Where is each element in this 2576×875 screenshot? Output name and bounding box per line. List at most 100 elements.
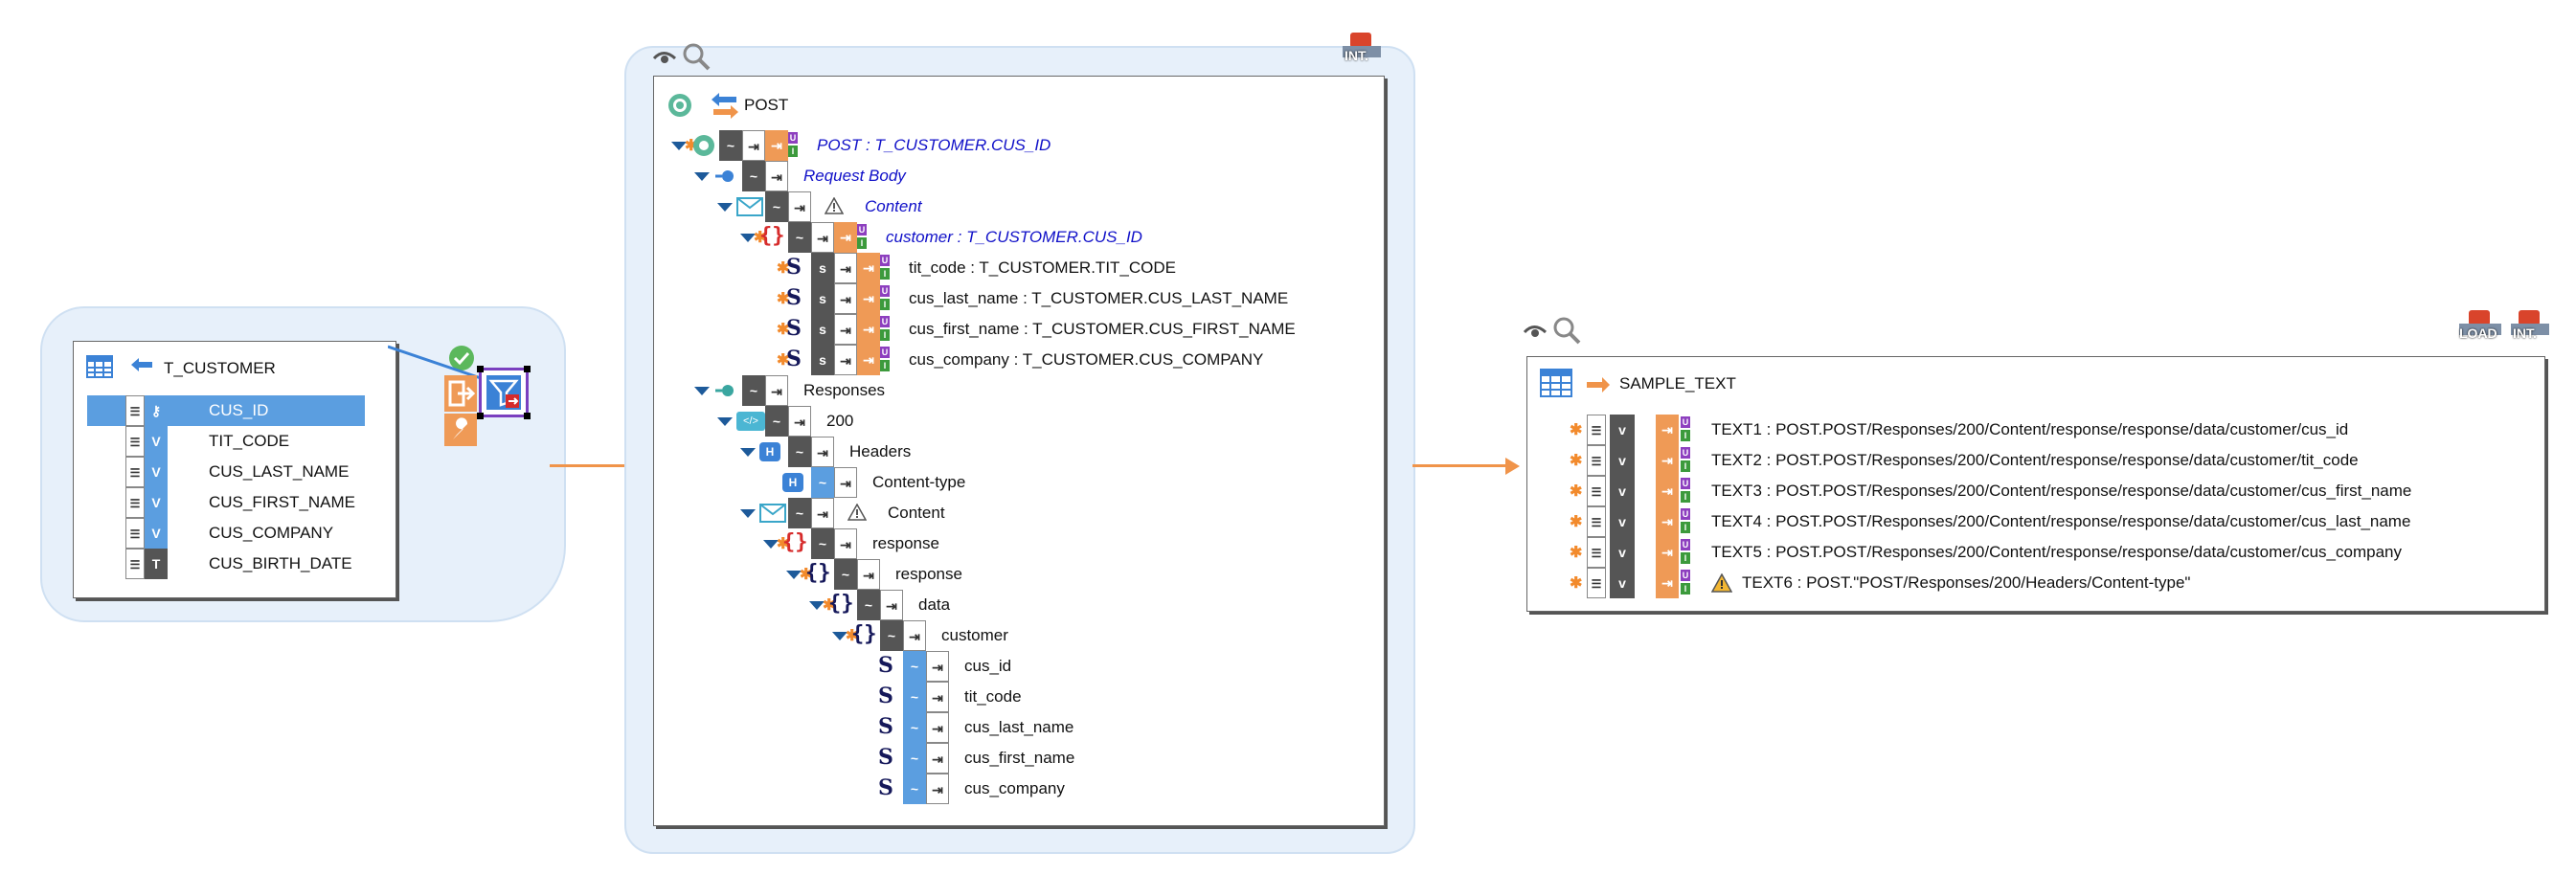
target-icon: ⇥ xyxy=(834,345,857,375)
datatype-icon: V xyxy=(145,518,168,549)
expand-toggle-icon[interactable] xyxy=(763,540,779,549)
search-icon-target[interactable] xyxy=(1552,316,1581,349)
expand-toggle-icon[interactable] xyxy=(717,203,733,212)
tree-node[interactable]: S~⇥cus_last_name xyxy=(654,712,1384,743)
tree-node[interactable]: S~⇥cus_company xyxy=(654,774,1384,804)
int-badge[interactable]: INT. xyxy=(1339,31,1385,71)
string-type-icon: S xyxy=(878,745,893,770)
expand-toggle-icon[interactable] xyxy=(671,142,687,150)
source-column-row[interactable]: ☰⚷CUS_ID xyxy=(87,395,365,426)
tree-node-label: Request Body xyxy=(803,167,906,185)
export-icon[interactable] xyxy=(444,375,477,412)
response-icon xyxy=(713,381,742,405)
tree-node[interactable]: S~⇥tit_code xyxy=(654,682,1384,712)
expand-toggle-icon[interactable] xyxy=(694,387,710,395)
required-icon: ✱ xyxy=(1570,483,1583,500)
update-flag-icon: U xyxy=(880,347,890,358)
export-icon: ⇥ xyxy=(857,253,880,283)
mapping-type-icon: ~ xyxy=(903,682,926,712)
mapping-type-icon: s xyxy=(811,253,834,283)
tree-node[interactable]: ~⇥Responses xyxy=(654,375,1384,406)
update-flag-icon: U xyxy=(1681,416,1690,428)
expand-toggle-icon[interactable] xyxy=(717,417,733,426)
target-icon: ⇥ xyxy=(811,222,834,253)
expand-toggle-icon[interactable] xyxy=(694,172,710,181)
header-icon: H xyxy=(759,442,780,461)
expand-toggle-icon[interactable] xyxy=(832,632,847,640)
tree-node[interactable]: ~⇥Content xyxy=(654,191,1384,222)
tree-node[interactable]: H~⇥Content-type xyxy=(654,467,1384,498)
export-icon: ⇥ xyxy=(857,345,880,375)
mapping-type-icon: ~ xyxy=(811,467,834,498)
tree-node[interactable]: S~⇥cus_first_name xyxy=(654,743,1384,774)
tree-node[interactable]: ~⇥Request Body xyxy=(654,161,1384,191)
update-flag-icon: U xyxy=(1681,508,1690,520)
expand-toggle-icon[interactable] xyxy=(740,448,756,457)
update-flag-icon: U xyxy=(857,224,867,236)
column-meta-icon: ☰ xyxy=(125,518,145,549)
string-type-icon: S xyxy=(786,285,802,310)
filter-button[interactable] xyxy=(477,366,531,419)
int-badge-target[interactable]: INT. xyxy=(2507,308,2553,348)
insert-flag-icon: I xyxy=(880,360,890,371)
view-icon-target[interactable] xyxy=(1523,319,1555,348)
tree-node[interactable]: H~⇥Headers xyxy=(654,437,1384,467)
update-flag-icon: U xyxy=(1681,447,1690,459)
column-meta-icon: ☰ xyxy=(1587,568,1606,598)
string-type-icon: S xyxy=(786,347,802,371)
tree-node[interactable]: ✱{}~⇥data xyxy=(654,590,1384,620)
target-icon: ⇥ xyxy=(903,620,926,651)
check-ok-icon xyxy=(448,345,475,376)
expand-toggle-icon[interactable] xyxy=(740,234,756,242)
target-icon: ⇥ xyxy=(926,651,949,682)
tree-node[interactable]: S~⇥cus_id xyxy=(654,651,1384,682)
key-icon: ⚷ xyxy=(145,395,168,426)
tree-node[interactable]: ✱{}~⇥response xyxy=(654,528,1384,559)
insert-flag-icon: I xyxy=(880,299,890,310)
wrench-icon[interactable] xyxy=(444,414,477,446)
insert-flag-icon: I xyxy=(1681,522,1690,533)
insert-flag-icon: I xyxy=(788,146,798,157)
update-flag-icon: U xyxy=(880,285,890,297)
view-icon[interactable] xyxy=(652,45,685,75)
expand-toggle-icon[interactable] xyxy=(809,601,825,610)
required-icon: ✱ xyxy=(1570,575,1583,592)
target-title: SAMPLE_TEXT xyxy=(1619,374,1736,393)
expand-toggle-icon[interactable] xyxy=(786,571,802,579)
required-icon: ✱ xyxy=(1570,514,1583,530)
search-icon[interactable] xyxy=(682,42,711,76)
expand-toggle-icon[interactable] xyxy=(740,509,756,518)
load-badge[interactable]: LOAD xyxy=(2455,308,2505,348)
datatype-icon: v xyxy=(1610,445,1635,476)
tree-node[interactable]: ✱{}~⇥customer xyxy=(654,620,1384,651)
tree-node[interactable]: ✱{}~⇥response xyxy=(654,559,1384,590)
tree-node[interactable]: ~⇥Content xyxy=(654,498,1384,528)
column-meta-icon: ☰ xyxy=(125,487,145,518)
update-flag-icon: U xyxy=(1681,539,1690,550)
target-icon: ⇥ xyxy=(834,528,857,559)
mapping-type-icon: ~ xyxy=(880,620,903,651)
tree-node[interactable]: </>~⇥200 xyxy=(654,406,1384,437)
export-icon: ⇥ xyxy=(857,283,880,314)
insert-flag-icon: I xyxy=(1681,491,1690,503)
